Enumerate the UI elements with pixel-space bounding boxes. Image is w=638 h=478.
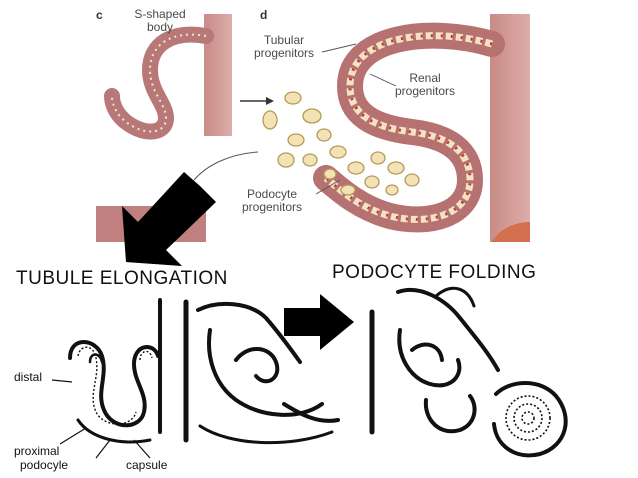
label-podocyte: podocyle [20, 458, 69, 472]
tubular-progenitors-line-1: Tubular [263, 33, 305, 47]
s-body-tube-small [104, 26, 214, 140]
tubule-cell-stipple [77, 346, 153, 425]
glomerulus-stipple [505, 395, 551, 441]
clipped-tissue-right [492, 222, 530, 242]
s-shaped-body-large [313, 14, 530, 242]
leader-lines [315, 43, 397, 195]
s-shaped-body-small [104, 14, 232, 140]
s-body-cells-small [111, 33, 207, 133]
curved-pointer-line [193, 151, 259, 181]
label-distal: distal [14, 370, 43, 384]
title-podocyte-folding: PODOCYTE FOLDING [332, 262, 537, 283]
big-arrow-right [284, 294, 354, 350]
tubular-progenitors-line-2: progenitors [253, 46, 315, 60]
s-body-nuclei-large [325, 34, 493, 221]
renal-progenitors-line-1: Renal [409, 71, 441, 85]
label-proximal: proximal [14, 444, 60, 458]
sketch-leader-lines [51, 379, 151, 459]
bottom-panel [51, 286, 568, 459]
title-tubule-elongation: TUBULE ELONGATION [16, 268, 228, 289]
s-shaped-body-label: S-shaped body [120, 8, 200, 34]
podocyte-progenitors-line-1: Podocyte [246, 187, 298, 201]
renal-progenitors-label: Renal progenitors [384, 72, 466, 98]
podocyte-folding-sketch [369, 286, 568, 458]
s-shaped-body-line-2: body [146, 20, 174, 34]
podocyte-progenitors-line-2: progenitors [241, 200, 303, 214]
big-arrow-down-left [122, 172, 216, 266]
label-capsule: capsule [126, 458, 168, 472]
renal-progenitors-line-2: progenitors [394, 84, 456, 98]
tubule-elongation-sketch [68, 298, 340, 445]
tubular-progenitors-label: Tubular progenitors [244, 34, 324, 60]
podocyte-progenitors-label: Podocyte progenitors [226, 188, 318, 214]
panel-d-letter: d [260, 8, 268, 22]
progenitor-cell-cluster [262, 91, 420, 196]
panel-c-letter: c [96, 8, 103, 22]
s-shaped-body-line-1: S-shaped [134, 7, 186, 21]
c-to-d-arrow [240, 97, 274, 105]
